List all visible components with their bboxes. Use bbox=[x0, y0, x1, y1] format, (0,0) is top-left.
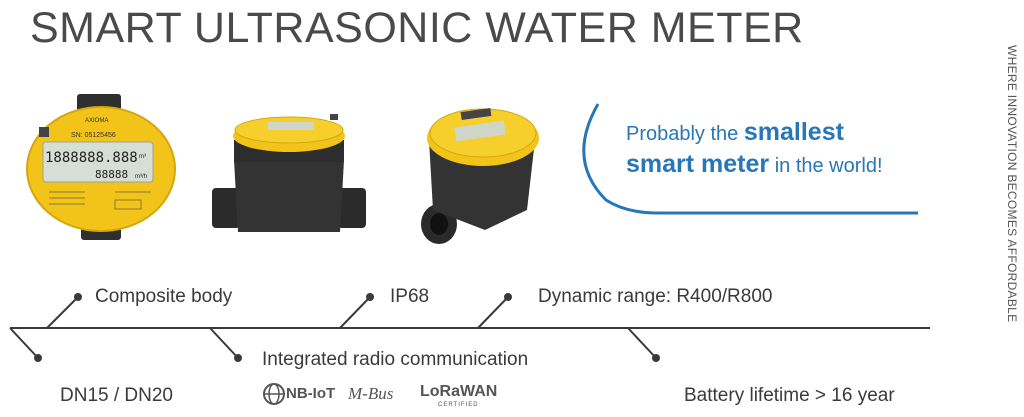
dot-dynamic bbox=[504, 293, 512, 301]
meter-unit-volume: m³ bbox=[139, 154, 146, 160]
page-title: SMART ULTRASONIC WATER METER bbox=[30, 4, 804, 52]
leader-composite bbox=[46, 296, 79, 329]
tagline-line-1: Probably the smallest bbox=[626, 118, 844, 147]
feature-radio: Integrated radio communication bbox=[262, 349, 529, 370]
leader-dynamic bbox=[477, 296, 509, 329]
meter-angled-image bbox=[421, 107, 539, 244]
meter-side-image bbox=[212, 114, 366, 232]
globe-icon bbox=[263, 383, 285, 405]
meter-front-image: AXIOMA SN: 05125456 1888888.888 m³ 88888… bbox=[26, 94, 176, 240]
tagline-smart-meter: smart meter bbox=[626, 150, 770, 178]
dot-dn bbox=[34, 354, 42, 362]
leader-ip68 bbox=[339, 296, 371, 329]
feature-dynamic-range: Dynamic range: R400/R800 bbox=[538, 286, 773, 307]
nbiot-logo: NB-IoT bbox=[286, 385, 336, 402]
feature-ip68: IP68 bbox=[390, 286, 430, 307]
meter-flow: 88888 bbox=[95, 168, 128, 181]
feature-composite-body: Composite body bbox=[95, 286, 233, 307]
lorawan-logo: LoRaWAN bbox=[420, 383, 498, 400]
feature-timeline bbox=[9, 293, 930, 362]
tagline-pre: Probably the bbox=[626, 123, 744, 145]
tagline-arc bbox=[582, 103, 918, 215]
tagline-smallest: smallest bbox=[743, 118, 844, 146]
leader-radio bbox=[209, 327, 239, 359]
feature-battery: Battery lifetime > 16 year bbox=[684, 385, 895, 406]
side-tagline: WHERE INNOVATION BECOMES AFFORDABLE bbox=[1005, 45, 1019, 323]
leader-battery bbox=[627, 327, 657, 359]
lorawan-certified: CERTIFIED bbox=[438, 402, 479, 408]
tagline-post: in the world! bbox=[769, 155, 883, 177]
tagline-line-2: smart meter in the world! bbox=[626, 150, 883, 179]
dot-battery bbox=[652, 354, 660, 362]
meter-digits: 1888888.888 bbox=[45, 150, 138, 166]
radio-logos: NB-IoT M-Bus LoRaWAN CERTIFIED bbox=[262, 380, 502, 414]
mbus-logo: M-Bus bbox=[348, 384, 394, 403]
meter-brand: AXIOMA bbox=[85, 118, 108, 124]
dot-composite bbox=[74, 293, 82, 301]
leader-dn bbox=[9, 327, 39, 359]
feature-dn: DN15 / DN20 bbox=[60, 385, 173, 406]
dot-radio bbox=[234, 354, 242, 362]
meter-serial: SN: 05125456 bbox=[71, 132, 116, 139]
dot-ip68 bbox=[366, 293, 374, 301]
meter-unit-flow: m³/h bbox=[135, 174, 147, 180]
